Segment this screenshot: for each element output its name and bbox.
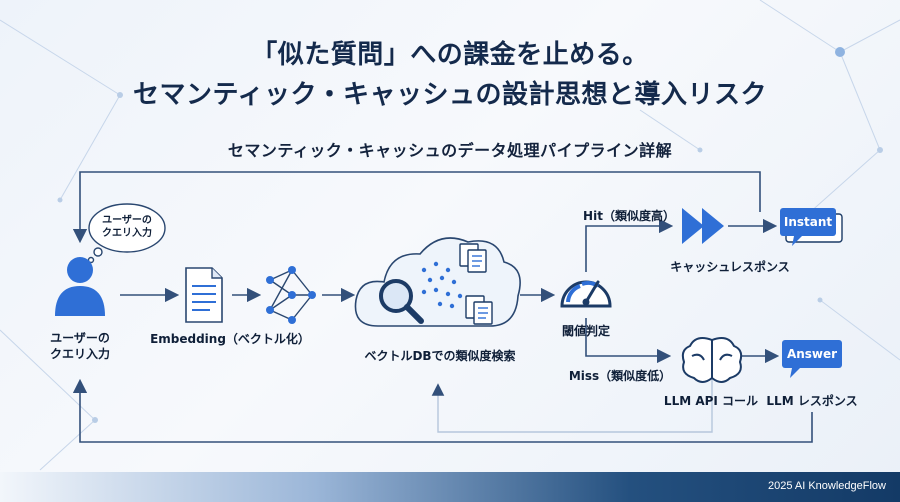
llm-call-label: LLM API コール xyxy=(663,394,759,408)
vector-db-label: ベクトルDBでの類似度検索 xyxy=(364,349,516,363)
footer-credit: 2025 AI KnowledgeFlow xyxy=(767,480,886,492)
arrow-miss-branch xyxy=(585,318,672,364)
gauge-icon xyxy=(560,280,612,308)
brain-icon xyxy=(681,337,743,383)
user-icon xyxy=(55,257,105,316)
hit-branch-label: Hit（類似度高） xyxy=(583,209,675,223)
llm-response-label: LLM レスポンス xyxy=(766,394,858,408)
miss-branch-label: Miss（類似度低） xyxy=(568,369,672,383)
cache-response-label: キャッシュレスポンス xyxy=(670,260,790,274)
answer-tag: Answer xyxy=(786,347,838,361)
thought-bubble xyxy=(87,203,166,264)
bottom-loop-line xyxy=(72,378,813,443)
fast-forward-icon xyxy=(682,208,724,244)
threshold-label: 閾値判定 xyxy=(561,324,610,338)
instant-tag: Instant xyxy=(783,215,833,229)
neural-network-icon xyxy=(266,266,316,324)
instant-bubble-icon xyxy=(780,208,843,246)
page-title-line2: セマンティック・キャッシュの設計思想と導入リスク xyxy=(133,80,767,110)
answer-bubble-icon xyxy=(782,340,842,378)
footer-bar: 2025 AI KnowledgeFlow xyxy=(0,472,900,502)
cloud-search-icon xyxy=(354,237,521,327)
diagram-subtitle: セマンティック・キャッシュのデータ処理パイプライン詳解 xyxy=(227,141,673,160)
thought-bubble-label: ユーザーの クエリ入力 xyxy=(102,215,152,239)
embedding-label: Embedding（ベクトル化） xyxy=(150,332,310,346)
user-query-label: ユーザーの クエリ入力 xyxy=(49,331,110,361)
top-loop-line xyxy=(72,171,761,244)
thought-bubble-text: ユーザーの クエリ入力 xyxy=(92,214,162,240)
document-icon xyxy=(185,267,223,323)
page-title-line1: 「似た質問」への課金を止める。 xyxy=(251,40,649,70)
db-update-line xyxy=(431,376,713,433)
arrow-hit-branch xyxy=(585,218,674,272)
